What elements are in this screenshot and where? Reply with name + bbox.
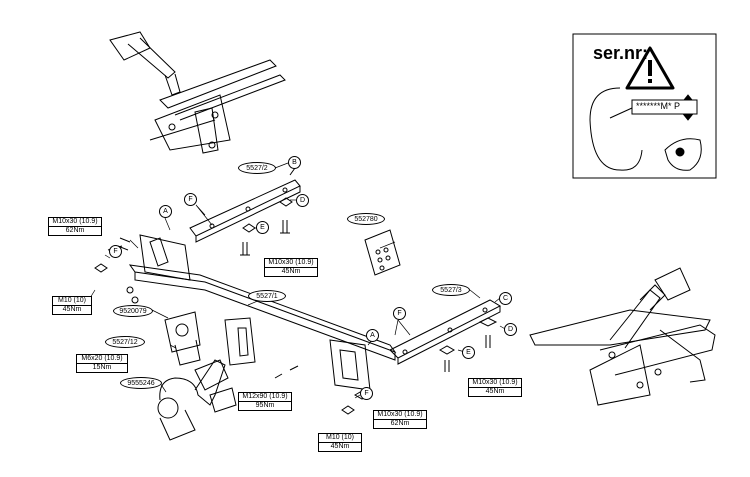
bolt-size: M10x30 (10.9) — [268, 259, 314, 266]
torque-spec-m10x30-45-right: M10x30 (10.9) 45Nm — [468, 378, 522, 397]
torque-value: 15Nm — [77, 363, 127, 372]
bolt-size: M10x30 (10.9) — [52, 218, 98, 225]
bolt-size: M10 (10) — [325, 434, 354, 441]
bolt-size: M10x30 (10.9) — [377, 411, 423, 418]
torque-spec-m10x30-45: M10x30 (10.9) 45Nm — [264, 258, 318, 277]
torque-spec-m6x20-15: M6x20 (10.9) 15Nm — [76, 354, 128, 373]
marker-c: C — [499, 292, 512, 305]
socket-plate — [164, 311, 201, 366]
marker-f: F — [109, 245, 122, 258]
callout-5527-1: 5527/1 — [248, 290, 286, 302]
torque-spec-m10-45-bottom: M10 (10) 45Nm — [318, 433, 362, 452]
callout-552780: 552780 — [347, 213, 385, 225]
drill-hand-illustration-top — [109, 31, 286, 154]
marker-b: B — [288, 156, 301, 169]
marker-a: A — [159, 205, 172, 218]
callout-5527-12: 5527/12 — [105, 336, 145, 348]
torque-value: 45Nm — [469, 387, 521, 396]
marker-e: E — [256, 221, 269, 234]
marker-f: F — [393, 307, 406, 320]
marker-e: E — [462, 346, 475, 359]
serial-code-text: *******M* P — [636, 101, 681, 111]
bolt-size: M6x20 (10.9) — [81, 355, 123, 362]
marker-d: D — [296, 194, 309, 207]
serial-number-title: ser.nr: — [593, 43, 649, 63]
torque-value: 62Nm — [49, 226, 101, 235]
bolt-size: M10 (10) — [57, 297, 86, 304]
torque-spec-m10x30-62: M10x30 (10.9) 62Nm — [48, 217, 102, 236]
serial-panel-frame — [572, 33, 717, 179]
torque-spec-m10x30-62-right: M10x30 (10.9) 62Nm — [373, 410, 427, 429]
towball — [157, 359, 237, 441]
bolts-right — [274, 317, 498, 415]
bolt-size: M12x90 (10.9) — [242, 393, 288, 400]
torque-value: 95Nm — [239, 401, 291, 410]
drill-hand-illustration-bottom — [529, 267, 716, 406]
main-crossbar — [128, 234, 397, 391]
torque-value: 62Nm — [374, 419, 426, 428]
marker-d: D — [504, 323, 517, 336]
bracket-5527-2 — [189, 167, 301, 243]
torque-value: 45Nm — [265, 267, 317, 276]
marker-f: F — [360, 387, 373, 400]
callout-5527-3: 5527/3 — [432, 284, 470, 296]
callout-9555246: 9555246 — [120, 377, 162, 389]
callout-9520079: 9520079 — [113, 305, 153, 317]
warning-triangle-icon — [648, 60, 652, 83]
bracket-5527-3 — [389, 299, 502, 365]
torque-value: 45Nm — [53, 305, 91, 314]
torque-spec-m10-45: M10 (10) 45Nm — [52, 296, 92, 315]
electrical-module-552780 — [364, 229, 401, 276]
bolt-size: M10x30 (10.9) — [472, 379, 518, 386]
torque-value: 45Nm — [319, 442, 361, 451]
marker-a: A — [366, 329, 379, 342]
torque-spec-m12x90-95: M12x90 (10.9) 95Nm — [238, 392, 292, 411]
marker-f: F — [184, 193, 197, 206]
callout-5527-2: 5527/2 — [238, 162, 276, 174]
